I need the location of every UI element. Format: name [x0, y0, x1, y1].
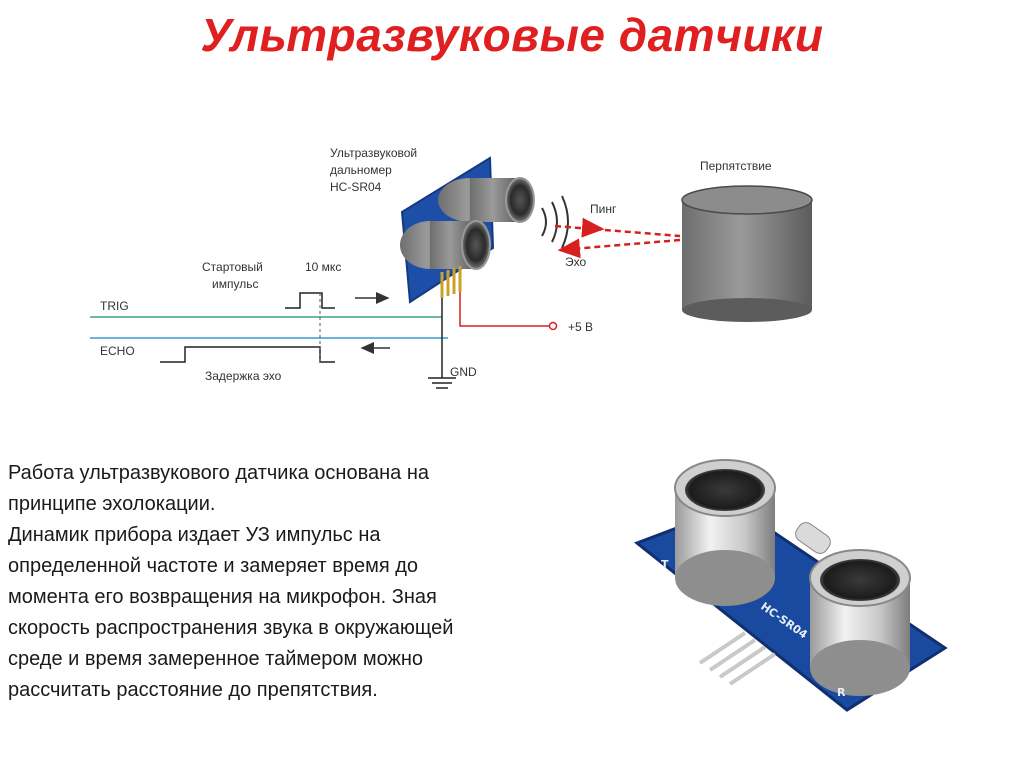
slide-title: Ультразвуковые датчики: [200, 9, 824, 61]
obstacle-label: Перпятствие: [700, 159, 772, 173]
description-line: Работа ультразвукового датчика основана …: [8, 462, 430, 484]
echo-delay-label: Задержка эхо: [205, 369, 282, 383]
power-line: [459, 292, 550, 327]
pulse-duration-label: 10 мкс: [305, 260, 341, 274]
power-label: +5 В: [568, 320, 593, 334]
echo-pin-label: ECHO: [100, 344, 135, 358]
sensor-label-line3: HC-SR04: [330, 180, 382, 194]
description-line: скорость распространения звука в окружаю…: [8, 617, 454, 639]
echo-label: Эхо: [565, 255, 586, 269]
sensor-photo: HC-SR04 T R: [633, 459, 948, 712]
start-pulse-label-line2: импульс: [212, 277, 258, 291]
description-line: среде и время замеренное таймером можно: [8, 648, 424, 670]
sensor-label-line2: дальномер: [330, 163, 392, 177]
transducer-r: [809, 549, 911, 696]
echo-beam: [557, 238, 681, 259]
transducer-t: [674, 459, 776, 606]
echo-pulse: [160, 346, 335, 363]
description-line: момента его возвращения на микрофон. Зна…: [8, 586, 437, 608]
ping-beam: [554, 224, 681, 238]
description-text: Работа ультразвукового датчика основана …: [8, 458, 608, 706]
trig-label: TRIG: [100, 299, 129, 313]
sound-wave-icon: [541, 207, 547, 237]
transducer-front: [400, 220, 491, 270]
description-line: определенной частоте и замеряет время до: [8, 555, 418, 577]
ping-label: Пинг: [590, 202, 617, 216]
description-line: Динамик прибора издает УЗ импульс на: [8, 524, 381, 546]
obstacle-cylinder: [681, 185, 813, 322]
start-pulse-label-line1: Стартовый: [202, 260, 263, 274]
sensor-diagram: Ультразвуковой дальномер HC-SR04 Пинг Эх…: [90, 146, 813, 389]
transducer-back: [438, 177, 535, 223]
trig-pulse: [285, 292, 335, 309]
sensor-label-line1: Ультразвуковой: [330, 146, 417, 160]
mark-r: R: [837, 686, 846, 699]
mark-t: T: [661, 558, 669, 571]
description-line: принципе эхолокации.: [8, 493, 216, 515]
ground-label: GND: [450, 365, 477, 379]
description-line: рассчитать расстояние до препятствия.: [8, 679, 378, 701]
